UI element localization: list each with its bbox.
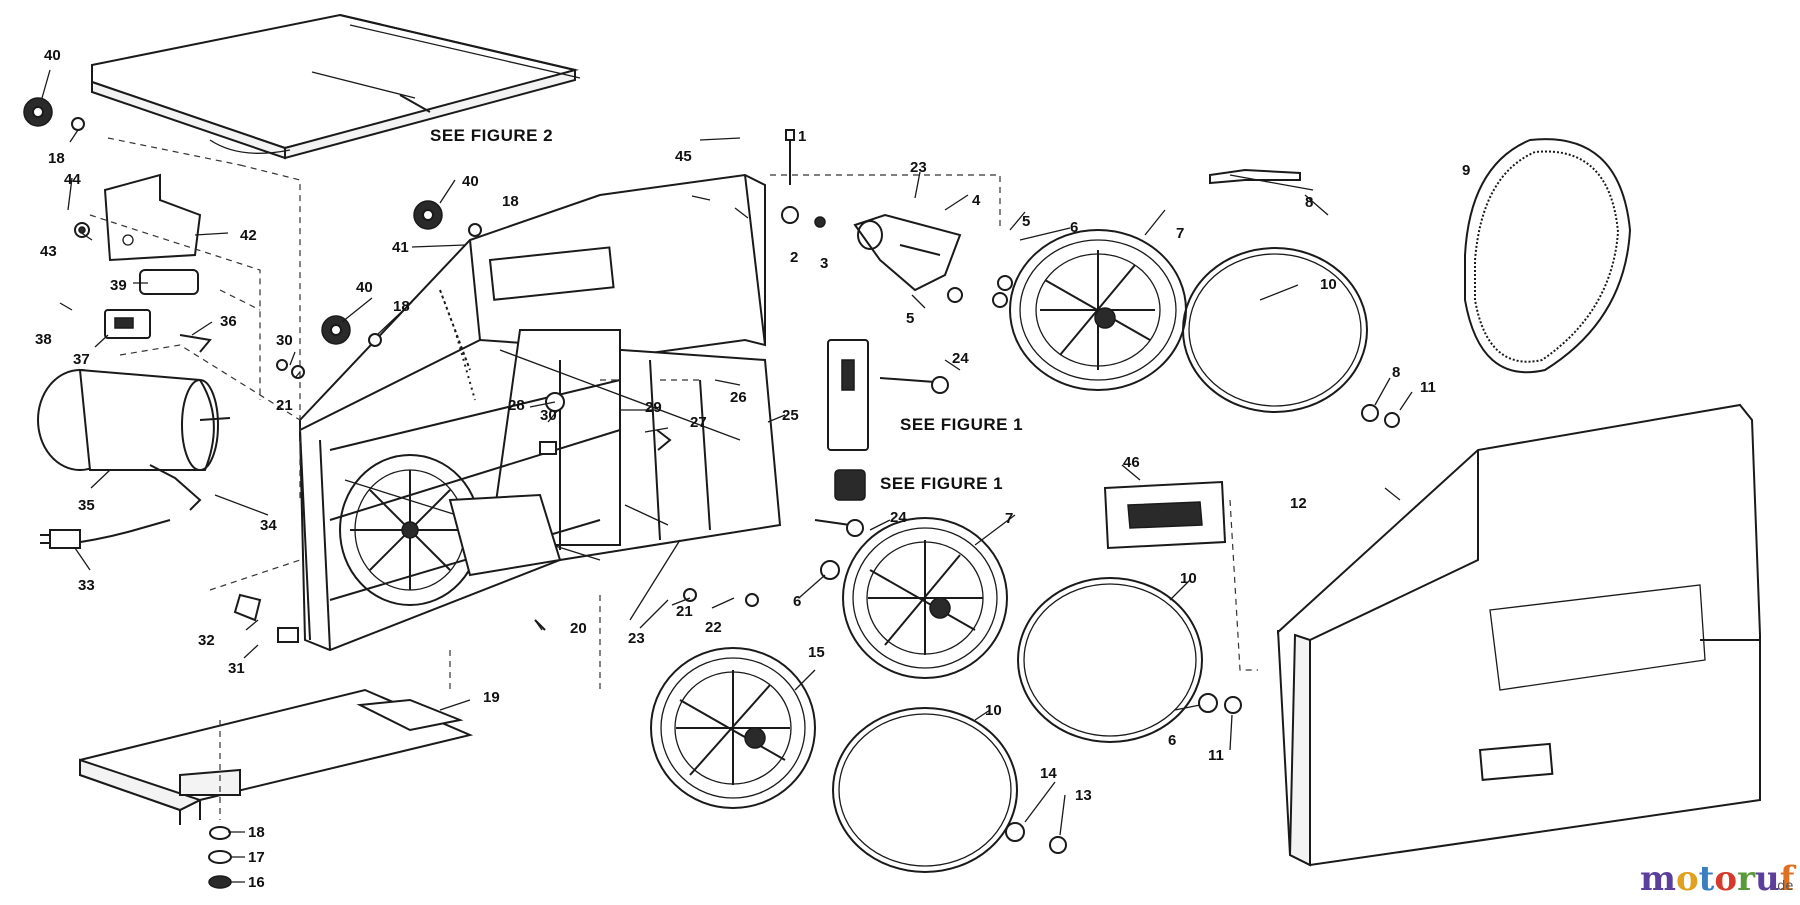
callout-11: 11 (1208, 747, 1224, 764)
callout-38: 38 (35, 331, 52, 348)
callout-40: 40 (462, 173, 479, 190)
callout-5: 5 (1022, 213, 1030, 230)
drive-wheel (650, 647, 816, 809)
see-figure-1-note: SEE FIGURE 1 (900, 415, 1023, 434)
callout-41: 41 (392, 239, 409, 256)
callout-35: 35 (78, 497, 95, 514)
callout-22: 22 (705, 619, 722, 636)
callout-2: 2 (790, 249, 798, 266)
callout-9: 9 (1462, 162, 1470, 179)
wm-letter: o (1676, 859, 1699, 899)
lower-wheel (842, 517, 1008, 679)
callout-40: 40 (44, 47, 61, 64)
callout-18: 18 (48, 150, 65, 167)
callout-12: 12 (1290, 495, 1307, 512)
callout-33: 33 (78, 577, 95, 594)
callout-8: 8 (1305, 194, 1313, 211)
callout-29: 30 (540, 407, 557, 424)
hardware (23, 97, 1400, 889)
callout-30: 28 (508, 397, 525, 414)
callout-18: 18 (393, 298, 410, 315)
upper-wheel (1009, 229, 1187, 391)
callout-13: 13 (1075, 787, 1092, 804)
callout-28: 29 (645, 399, 662, 416)
callout-23: 23 (628, 630, 645, 647)
callout-19: 19 (483, 689, 500, 706)
callout-25: 25 (782, 407, 799, 424)
callout-10: 10 (1320, 276, 1337, 293)
wm-letter: o (1714, 859, 1737, 899)
callout-7: 7 (1005, 510, 1013, 527)
callout-37: 37 (73, 351, 90, 368)
callout-15: 15 (808, 644, 825, 661)
callout-40: 40 (356, 279, 373, 296)
callout-4: 4 (972, 192, 981, 209)
callout-20: 20 (570, 620, 587, 637)
table-top (91, 13, 581, 160)
power-cord-plug (40, 519, 171, 549)
callout-6: 6 (1168, 732, 1176, 749)
motoruf-watermark: motoruf .de (1640, 859, 1797, 899)
callout-6: 6 (1070, 219, 1078, 236)
callout-5: 5 (906, 310, 914, 327)
callout-21: 21 (276, 397, 293, 414)
tires (832, 247, 1368, 873)
callout-labels: 40 18 44 43 42 39 38 37 36 30 21 40 18 4… (35, 47, 1470, 891)
callout-10: 10 (1180, 570, 1197, 587)
figure-notes: SEE FIGURE 2 SEE FIGURE 1 SEE FIGURE 1 (430, 126, 1023, 493)
blade-guide (814, 339, 949, 537)
callout-36: 36 (220, 313, 237, 330)
callout-17: 17 (248, 849, 265, 866)
switch-assembly (103, 173, 212, 353)
callout-45: 45 (675, 148, 692, 165)
wm-letter: f (1780, 859, 1797, 899)
see-figure-2-note: SEE FIGURE 2 (430, 126, 553, 145)
callout-11: 11 (1420, 379, 1436, 396)
callout-16: 16 (248, 874, 265, 891)
callout-34: 34 (260, 517, 277, 534)
callout-39: 39 (110, 277, 127, 294)
window-insert (1103, 480, 1227, 550)
leader-lines (41, 69, 1413, 883)
callout-1: 1 (798, 128, 806, 145)
callout-46: 46 (1123, 454, 1140, 471)
blade-belt (1464, 138, 1632, 374)
wm-letter: u (1755, 859, 1780, 899)
callout-31: 31 (228, 660, 245, 677)
callout-23: 23 (910, 159, 927, 176)
callout-21: 21 (676, 603, 693, 620)
callout-26: 26 (730, 389, 747, 406)
callout-24: 24 (890, 509, 907, 526)
callout-6: 6 (793, 593, 801, 610)
callout-42: 42 (240, 227, 257, 244)
inner-lower-wheel (339, 454, 562, 606)
wm-letter: m (1640, 859, 1676, 899)
callout-30: 30 (276, 332, 293, 349)
side-cover (1277, 403, 1761, 867)
callout-27: 27 (690, 414, 707, 431)
upper-guide-bracket (853, 168, 1301, 292)
callout-3: 3 (820, 255, 828, 272)
callout-18: 18 (248, 824, 265, 841)
watermark-logo: motoruf (1640, 859, 1797, 899)
callout-8: 8 (1392, 364, 1400, 381)
watermark-suffix: .de (1773, 879, 1793, 894)
wm-letter: t (1699, 859, 1715, 899)
motor (37, 368, 231, 511)
callout-7: 7 (1176, 225, 1184, 242)
callout-43: 43 (40, 243, 57, 260)
alignment-lines (89, 137, 1258, 820)
callout-14: 14 (1040, 765, 1057, 782)
callout-32: 32 (198, 632, 215, 649)
callout-44: 44 (64, 171, 81, 188)
callout-10: 10 (985, 702, 1002, 719)
wm-letter: r (1737, 859, 1756, 899)
see-figure-1-note-lower: SEE FIGURE 1 (880, 474, 1003, 493)
base (79, 688, 474, 825)
callout-24: 24 (952, 350, 969, 367)
callout-18: 18 (502, 193, 519, 210)
